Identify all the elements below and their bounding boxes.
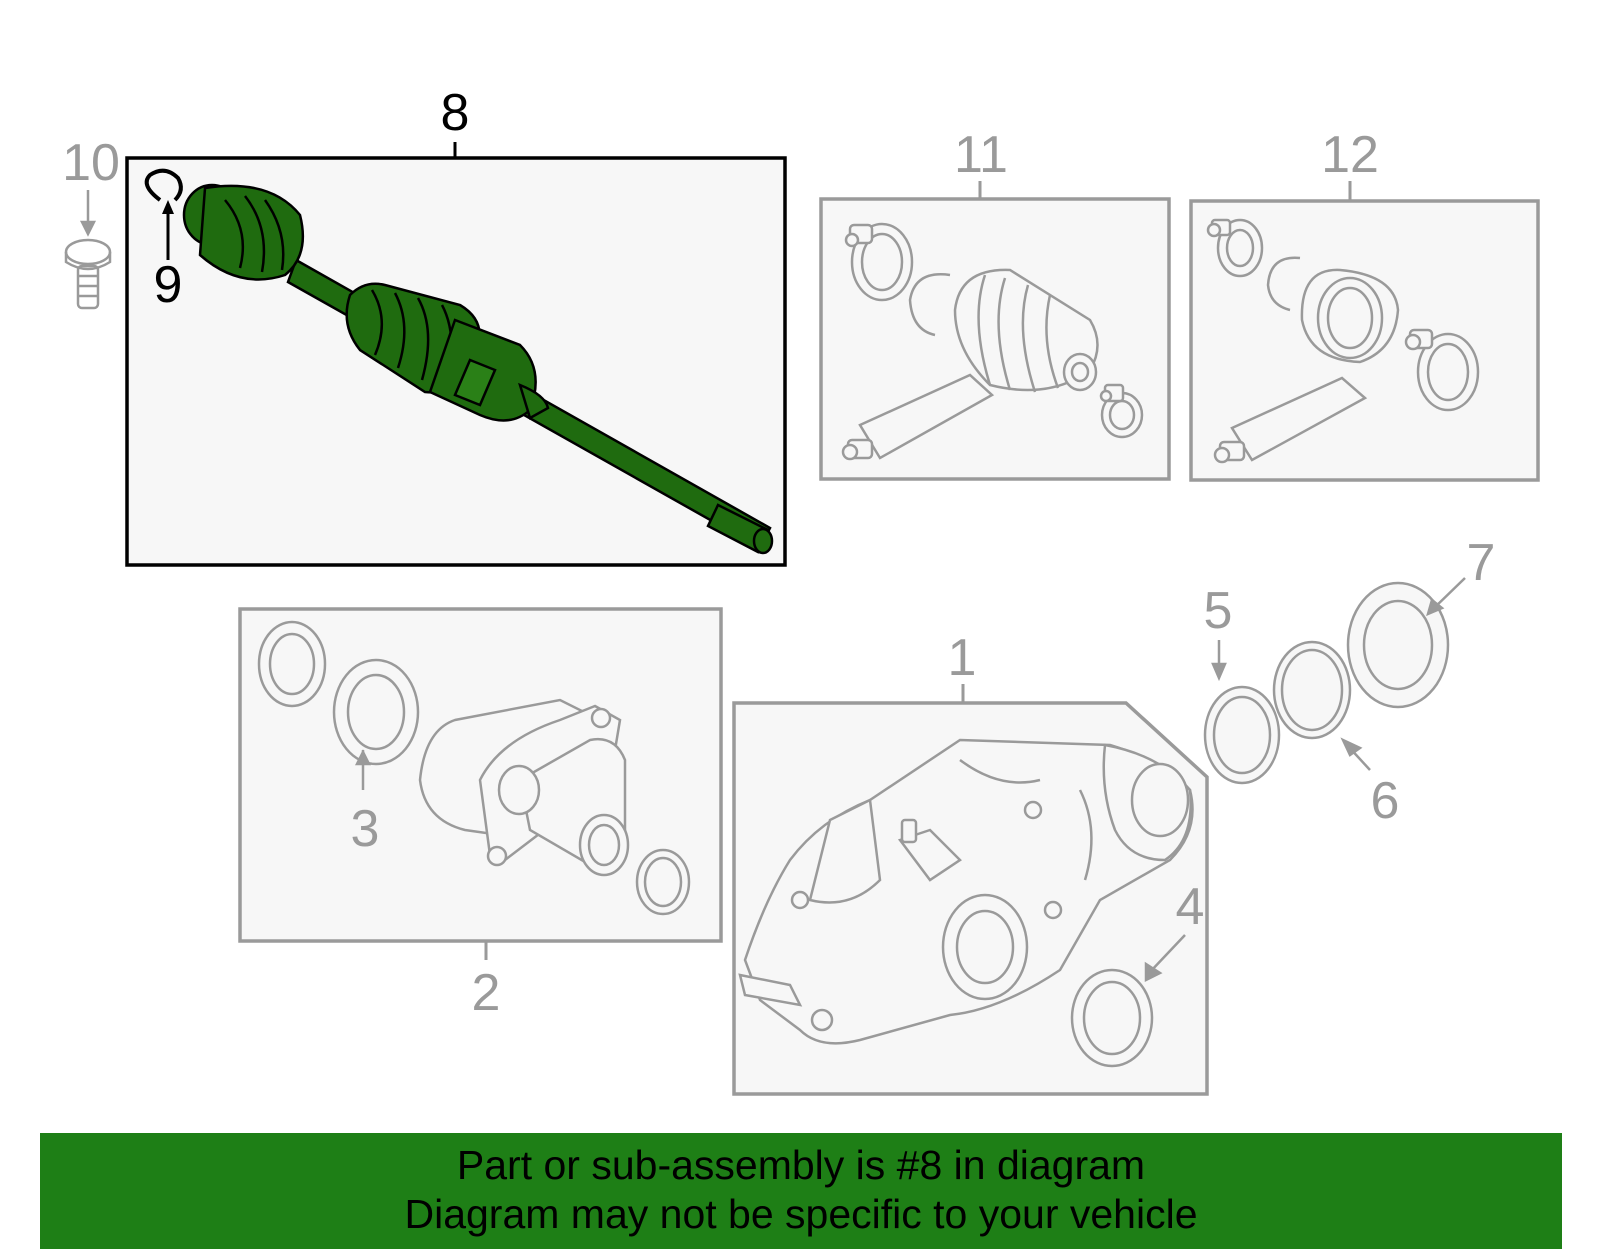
part-6-ring[interactable] [1272, 640, 1371, 771]
part-11-boot-kit[interactable] [819, 181, 1171, 481]
callout-11: 11 [954, 126, 1008, 184]
callout-12: 12 [1321, 126, 1379, 184]
part-2-housing-assembly[interactable] [238, 607, 723, 960]
callout-2: 2 [472, 964, 501, 1022]
part-10-bolt[interactable] [64, 190, 112, 310]
part-1-differential[interactable] [732, 684, 1209, 1096]
part-12-boot-kit[interactable] [1189, 181, 1540, 482]
callout-8: 8 [441, 84, 470, 142]
banner-line-disclaimer: Diagram may not be specific to your vehi… [404, 1191, 1198, 1237]
callout-3: 3 [351, 800, 380, 858]
part-9-circlip[interactable] [144, 168, 183, 260]
callout-5: 5 [1204, 582, 1233, 640]
callout-6: 6 [1371, 772, 1400, 830]
callout-1: 1 [948, 629, 977, 687]
info-banner: Part or sub-assembly is #8 in diagram Di… [40, 1133, 1562, 1249]
part-4-seal[interactable] [1070, 934, 1186, 1068]
callout-9: 9 [154, 256, 183, 314]
part-8-axle-assembly[interactable] [125, 142, 787, 567]
part-7-seal[interactable] [1346, 577, 1466, 709]
banner-line-part: Part or sub-assembly is #8 in diagram [456, 1142, 1146, 1188]
callout-4: 4 [1176, 878, 1205, 936]
callout-7: 7 [1467, 534, 1496, 592]
callout-10: 10 [62, 134, 120, 192]
part-5-shim[interactable] [1203, 640, 1281, 785]
